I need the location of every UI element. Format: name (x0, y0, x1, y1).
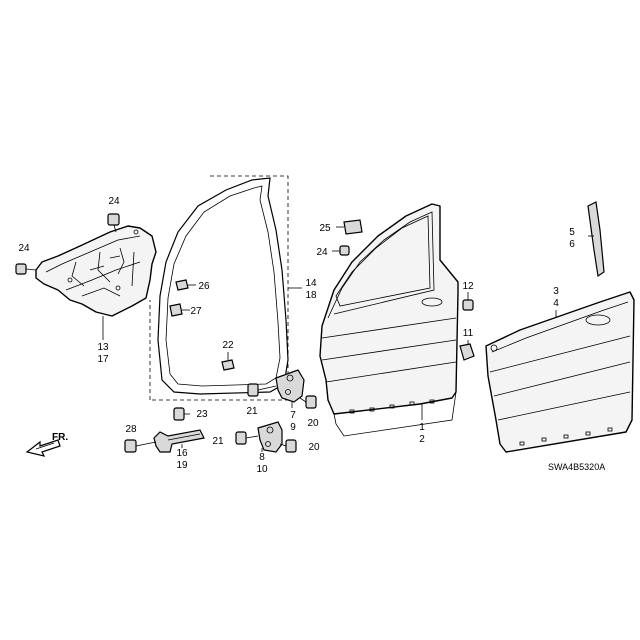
label-part-18: 17 (97, 354, 109, 365)
label-part-25: 25 (319, 223, 331, 234)
clip-24-door (332, 245, 350, 256)
grommet-25 (336, 219, 363, 235)
door-weatherstrip (157, 177, 289, 395)
label-part-6: 6 (569, 239, 575, 250)
label-part-21-lower: 21 (212, 436, 224, 447)
label-part-12: 12 (462, 281, 474, 292)
label-part-24-door: 24 (316, 247, 328, 258)
bolt-21-upper (247, 383, 277, 397)
bolt-21-lower (235, 431, 259, 445)
diagram-code: SWA4B5320A (548, 462, 605, 472)
front-direction-label: FR. (52, 432, 68, 443)
label-part-23: 22 (222, 340, 234, 351)
front-direction-arrow-icon (25, 439, 61, 457)
label-part-20-upper: 20 (307, 418, 319, 429)
label-part-22: 23 (196, 409, 208, 420)
upper-door-hinge (275, 369, 305, 403)
label-part-17: 18 (305, 290, 317, 301)
label-part-27: 27 (190, 306, 202, 317)
label-part-28: 28 (125, 424, 137, 435)
label-part-24-left: 24 (18, 243, 30, 254)
part-12-fastener (462, 292, 474, 311)
label-part-26: 26 (198, 281, 210, 292)
label-part-4: 4 (553, 298, 559, 309)
label-part-13: 14 (305, 278, 317, 289)
label-part-19: 19 (176, 460, 188, 471)
label-part-1: 1 (419, 422, 425, 433)
clip-27 (169, 303, 190, 317)
label-part-10: 10 (256, 464, 268, 475)
label-part-16: 16 (176, 448, 188, 459)
label-part-21-upper: 21 (246, 406, 258, 417)
bolt-22 (173, 407, 190, 421)
label-part-7: 7 (290, 410, 296, 421)
bolt-28 (124, 439, 157, 453)
door-inner-protector (35, 225, 157, 317)
door-sash-garnish (587, 201, 605, 278)
label-part-5: 5 (569, 227, 575, 238)
label-part-9: 9 (290, 422, 296, 433)
clip-24-left (15, 263, 37, 275)
door-skin-panel (485, 291, 635, 453)
label-part-24-top: 24 (108, 196, 120, 207)
front-door-panel (319, 203, 459, 437)
label-part-14: 13 (97, 342, 109, 353)
clip-24-top (107, 213, 120, 233)
lower-door-hinge (257, 421, 283, 453)
clip-23 (221, 352, 235, 371)
part-11-fastener (459, 340, 475, 361)
label-part-3: 3 (553, 286, 559, 297)
label-part-2: 2 (419, 434, 425, 445)
label-part-8: 8 (259, 452, 265, 463)
label-part-20-lower: 20 (308, 442, 320, 453)
bolt-20-upper (299, 395, 317, 409)
clip-26 (175, 279, 196, 291)
label-part-11: 11 (463, 328, 474, 339)
bolt-20-lower (279, 439, 297, 453)
door-checker (153, 429, 205, 453)
